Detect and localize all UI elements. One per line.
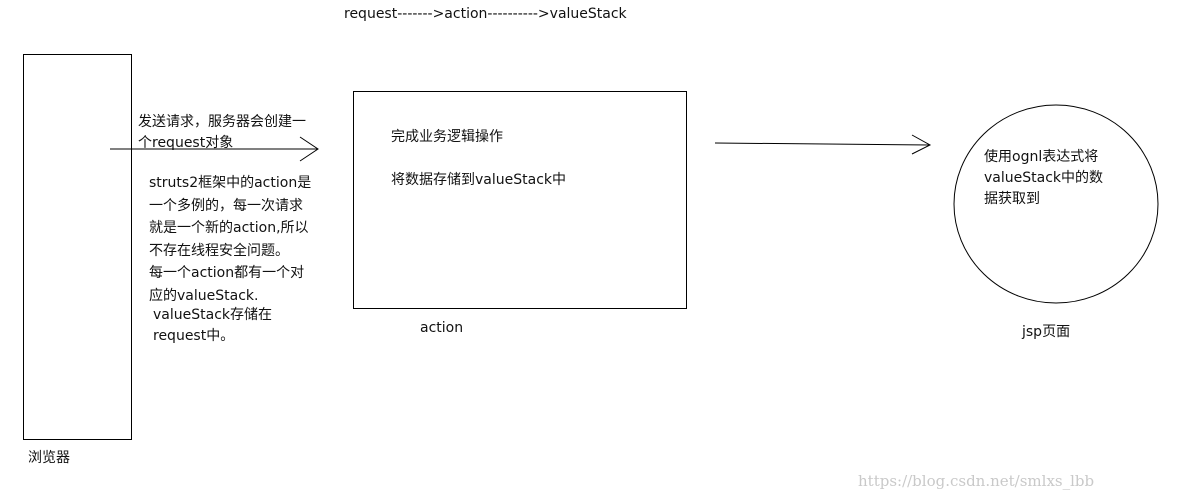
request-note-line: 发送请求，服务器会创建一 — [138, 114, 306, 130]
valuestack-note-line: request中。 — [153, 328, 235, 344]
action-task-1: 完成业务逻辑操作 — [391, 129, 503, 145]
jsp-note: 使用ognl表达式将 valueStack中的数 据获取到 — [984, 147, 1103, 210]
jsp-note-line: 据获取到 — [984, 191, 1040, 207]
action-note-line: 一个多例的，每一次请求 — [149, 197, 303, 214]
watermark: https://blog.csdn.net/smlxs_lbb — [858, 472, 1095, 490]
jsp-note-line: 使用ognl表达式将 — [984, 149, 1099, 165]
request-arrow — [110, 136, 319, 162]
valuestack-note: valueStack存储在 request中。 — [153, 305, 272, 347]
action-note-line: 应的valueStack. — [149, 287, 259, 304]
request-note: 发送请求，服务器会创建一 个request对象 — [138, 112, 306, 154]
action-note: struts2框架中的action是 一个多例的，每一次请求 就是一个新的act… — [149, 172, 311, 308]
browser-label: 浏览器 — [28, 450, 70, 466]
action-box — [353, 91, 687, 309]
action-to-jsp-arrow — [714, 134, 932, 155]
action-note-line: 每一个action都有一个对 — [149, 265, 305, 282]
action-note-line: 就是一个新的action,所以 — [149, 220, 309, 237]
request-note-line: 个request对象 — [138, 135, 234, 151]
valuestack-note-line: valueStack存储在 — [153, 307, 272, 323]
action-task-2: 将数据存储到valueStack中 — [391, 172, 566, 188]
jsp-note-line: valueStack中的数 — [984, 170, 1103, 186]
flow-title: request------->action---------->valueSta… — [344, 6, 627, 22]
browser-box — [23, 54, 132, 440]
jsp-circle — [953, 104, 1159, 304]
action-label: action — [420, 320, 464, 336]
action-note-line: 不存在线程安全问题。 — [149, 242, 289, 259]
action-note-line: struts2框架中的action是 — [149, 175, 312, 191]
jsp-label: jsp页面 — [1022, 324, 1071, 340]
